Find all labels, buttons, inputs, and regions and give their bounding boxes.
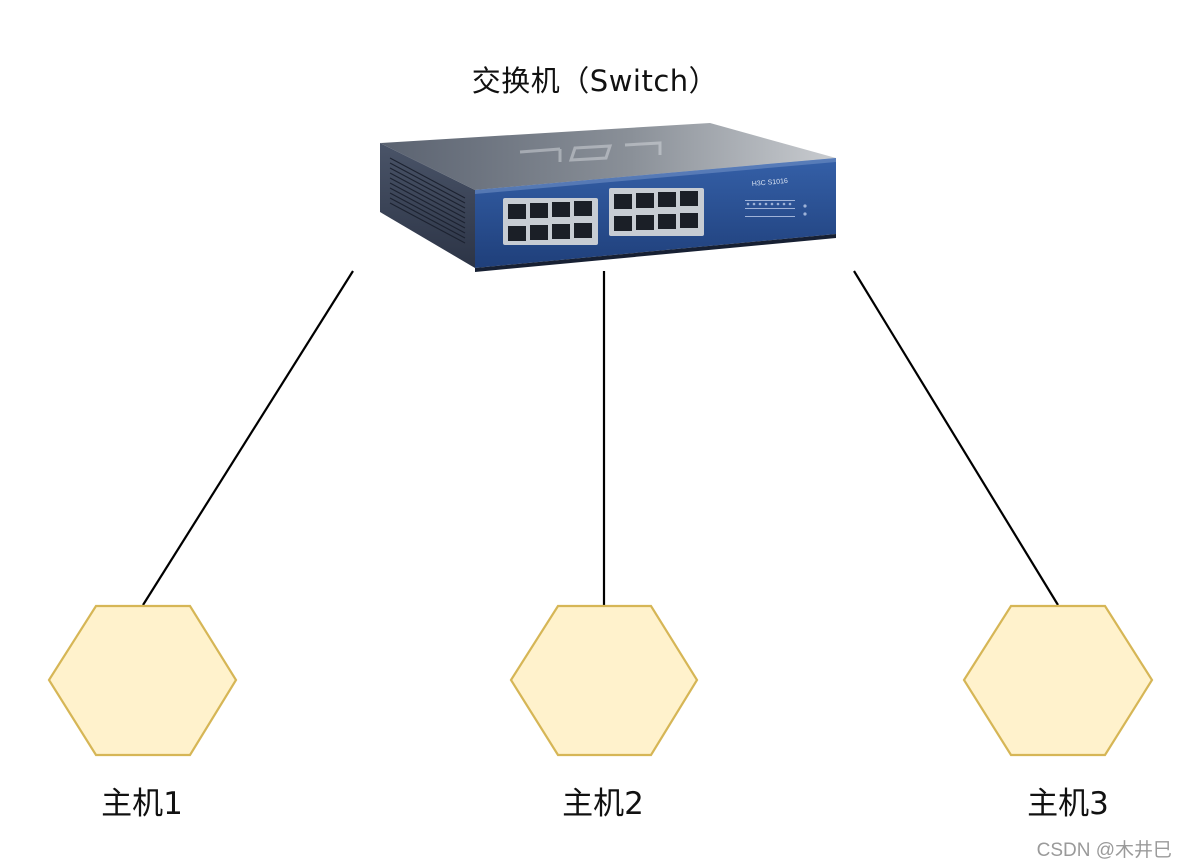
watermark: CSDN @木井巳: [1036, 840, 1172, 861]
host-3-node: [962, 604, 1154, 757]
switch-label: 交换机（Switch）: [471, 64, 719, 98]
host-3-label: 主机3: [1027, 786, 1109, 822]
host-1-node: [47, 604, 238, 757]
port-block-2: [609, 188, 704, 236]
link-host-3: [853, 270, 1059, 606]
status-led-panel: [745, 200, 807, 217]
link-host-1: [142, 270, 354, 606]
network-switch-icon: H3C S1016: [380, 123, 836, 272]
port-block-1: [503, 198, 598, 245]
host-2-node: [509, 604, 699, 757]
host-2-label: 主机2: [562, 786, 644, 822]
switch-brand-text: H3C S1016: [752, 178, 789, 188]
host-1-label: 主机1: [101, 786, 183, 822]
